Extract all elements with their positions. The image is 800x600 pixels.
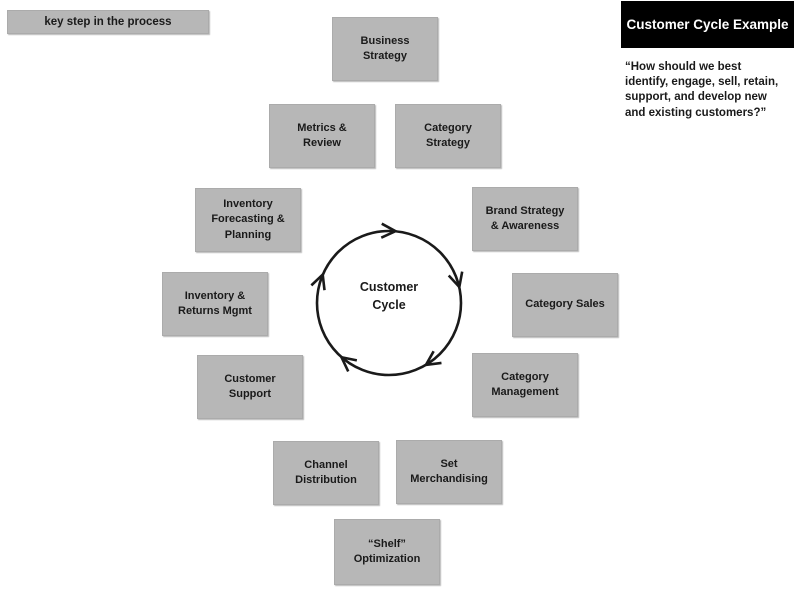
title-banner: Customer Cycle Example (621, 1, 794, 48)
step-label: Channel Distribution (295, 458, 357, 486)
step-label: Brand Strategy & Awareness (485, 204, 565, 232)
page-title: Customer Cycle Example (626, 17, 789, 32)
step-label: Customer Support (224, 372, 276, 400)
step-category-strategy: Category Strategy (395, 104, 501, 168)
step-inventory-returns-mgmt: Inventory & Returns Mgmt (162, 272, 268, 336)
step-label: Inventory Forecasting & Planning (211, 197, 285, 241)
customer-cycle-circle (310, 222, 464, 377)
step-label: Set Merchandising (410, 457, 488, 485)
step-metrics-review: Metrics & Review (269, 104, 375, 168)
step-label: Category Sales (525, 298, 605, 311)
step-business-strategy: Business Strategy (332, 17, 438, 81)
step-set-merchandising: Set Merchandising (396, 440, 502, 504)
step-channel-distribution: Channel Distribution (273, 441, 379, 505)
step-label: Metrics & Review (297, 121, 347, 149)
step-label: Category Management (491, 370, 559, 398)
step-label: “Shelf” Optimization (353, 537, 421, 565)
step-inventory-forecasting-planning: Inventory Forecasting & Planning (195, 188, 301, 252)
legend-key-step-box: key step in the process (7, 10, 209, 34)
legend-label: key step in the process (44, 16, 172, 28)
step-category-sales: Category Sales (512, 273, 618, 337)
cycle-arrowheads (310, 222, 464, 372)
quote-text: “How should we best identify, engage, se… (625, 61, 779, 119)
step-brand-strategy-awareness: Brand Strategy & Awareness (472, 187, 578, 251)
step-customer-support: Customer Support (197, 355, 303, 419)
step-category-management: Category Management (472, 353, 578, 417)
step-shelf-optimization: “Shelf” Optimization (334, 519, 440, 585)
step-label: Inventory & Returns Mgmt (178, 289, 252, 317)
step-label: Category Strategy (424, 121, 472, 149)
step-label: Business Strategy (360, 34, 410, 62)
cycle-center-label: Customer Cycle (359, 280, 419, 313)
cycle-ring (315, 229, 463, 377)
